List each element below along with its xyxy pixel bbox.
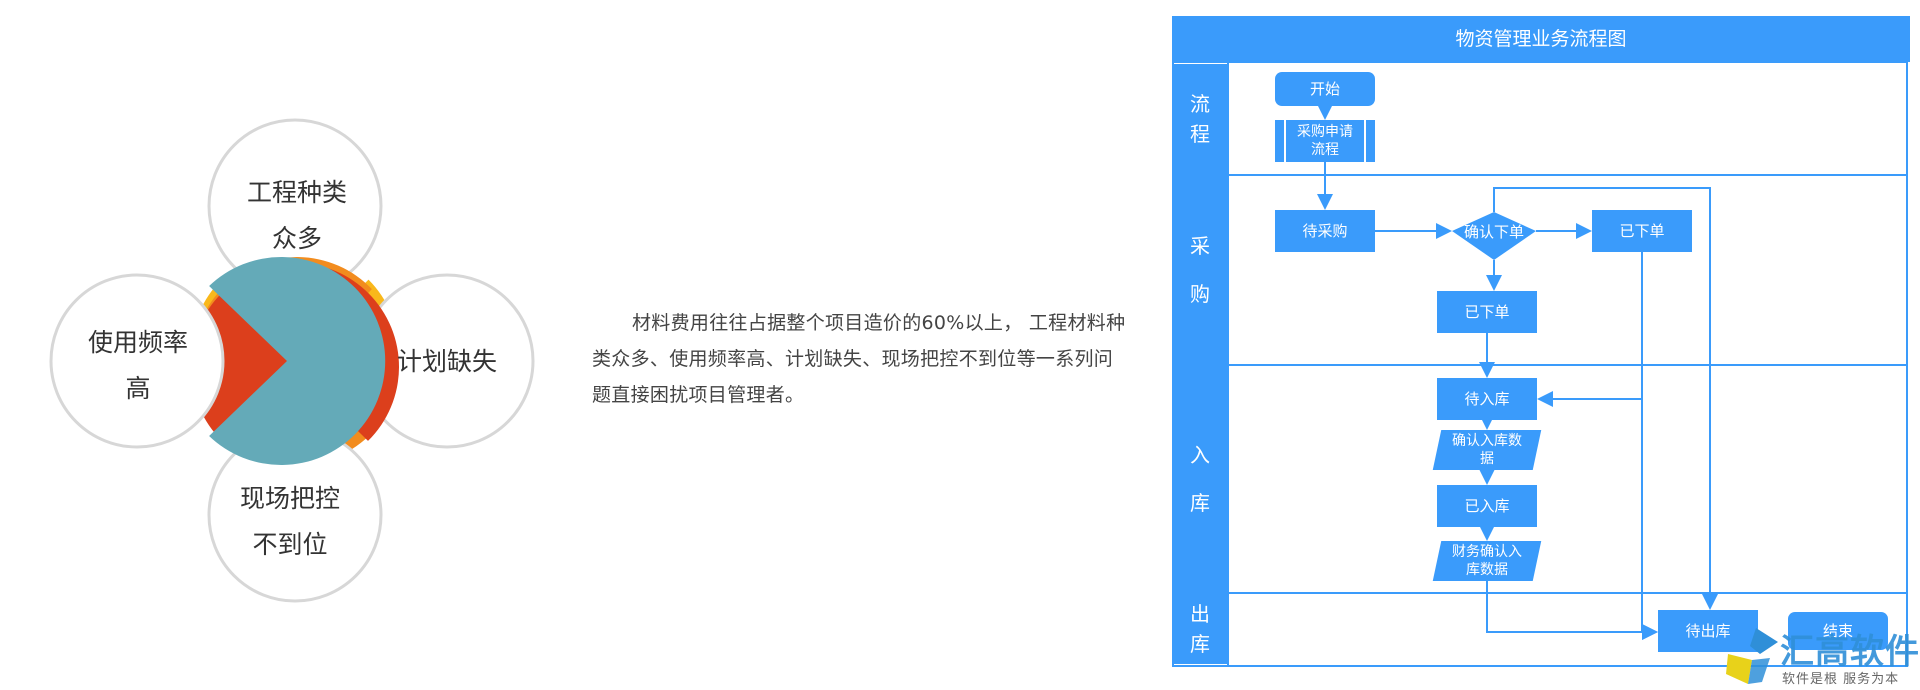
node-confirm-order-shape bbox=[1452, 212, 1536, 260]
petal-right-line1: 计划缺失 bbox=[396, 347, 497, 376]
petal-left-line2: 高 bbox=[125, 374, 151, 403]
logo-name: 汇高软件 bbox=[1780, 632, 1920, 672]
node-finance-confirm-text: 财务确认入库数据 bbox=[1452, 544, 1522, 578]
material-flowchart: 确认下单 物资管理业务流程图 流 程 采 购 入 库 出 库 开始 采购申请流程… bbox=[1172, 16, 1910, 670]
connector-finance-to-outbound bbox=[1486, 581, 1658, 640]
node-confirm-inbound-text: 确认入库数据 bbox=[1452, 433, 1522, 467]
node-ordered-right: 已下单 bbox=[1592, 210, 1692, 252]
lane-header-purchase: 采 购 bbox=[1172, 176, 1228, 364]
node-pending-inbound: 待入库 bbox=[1437, 378, 1537, 420]
petal-bottom-line1: 现场把控 bbox=[239, 484, 340, 513]
petal-bottom-line2: 不到位 bbox=[252, 530, 328, 559]
petal-top-line2: 众多 bbox=[271, 224, 322, 253]
node-confirm-inbound-data: 确认入库数据 bbox=[1437, 430, 1537, 470]
lane-header-outbound: 出 库 bbox=[1172, 594, 1228, 664]
connector-loop-to-outbound bbox=[1493, 187, 1718, 610]
node-purchase-request-text: 采购申请流程 bbox=[1297, 124, 1353, 158]
lane-header-inbound: 入 库 bbox=[1172, 366, 1228, 592]
flowchart-title: 物资管理业务流程图 bbox=[1172, 16, 1910, 62]
lane-process-char1: 流 bbox=[1190, 92, 1210, 116]
lane-process-char2: 程 bbox=[1190, 122, 1210, 146]
description-paragraph: 材料费用往往占据整个项目造价的60%以上， 工程材料种类众多、使用频率高、计划缺… bbox=[592, 312, 1126, 406]
petal-left-circle bbox=[49, 273, 225, 449]
node-inbound-done: 已入库 bbox=[1437, 485, 1537, 527]
connector-ordered-to-inbound bbox=[1537, 252, 1643, 407]
node-end: 结束 bbox=[1788, 612, 1888, 650]
node-confirm-order-text: 确认下单 bbox=[1464, 223, 1524, 241]
petal-left-shape bbox=[209, 257, 386, 465]
flowchart-connectors: 确认下单 bbox=[1172, 61, 1908, 667]
petal-label-bottom: 现场把控 不到位 bbox=[205, 476, 375, 568]
node-purchase-request: 采购申请流程 bbox=[1275, 120, 1375, 162]
company-logo: 汇高软件 软件是根 服务为本 bbox=[1722, 624, 1920, 690]
lane-inbound-char2: 库 bbox=[1190, 491, 1210, 515]
lane-purchase-char2: 购 bbox=[1190, 282, 1210, 306]
logo-slogan: 软件是根 服务为本 bbox=[1782, 672, 1900, 687]
petal-label-right: 计划缺失 bbox=[362, 339, 532, 385]
node-start: 开始 bbox=[1275, 72, 1375, 106]
lane-outbound-char1: 出 bbox=[1190, 602, 1210, 626]
problem-petal-diagram bbox=[49, 118, 535, 603]
lane-purchase-char1: 采 bbox=[1190, 234, 1210, 258]
petal-label-left: 使用频率 高 bbox=[53, 320, 223, 412]
petal-top-line1: 工程种类 bbox=[246, 178, 347, 207]
logo-mark-icon bbox=[1726, 628, 1778, 684]
petal-left-line1: 使用频率 bbox=[87, 328, 188, 357]
node-ordered-below: 已下单 bbox=[1437, 291, 1537, 333]
lane-outbound-char2: 库 bbox=[1190, 632, 1210, 656]
lane-header-process: 流 程 bbox=[1172, 64, 1228, 174]
lane-inbound-char1: 入 bbox=[1190, 443, 1210, 467]
node-pending-outbound: 待出库 bbox=[1658, 610, 1758, 652]
node-finance-confirm: 财务确认入库数据 bbox=[1437, 541, 1537, 581]
connector-ordered-to-outbound bbox=[1641, 399, 1658, 640]
node-pending-purchase: 待采购 bbox=[1275, 210, 1375, 252]
petal-label-top: 工程种类 众多 bbox=[212, 170, 382, 262]
